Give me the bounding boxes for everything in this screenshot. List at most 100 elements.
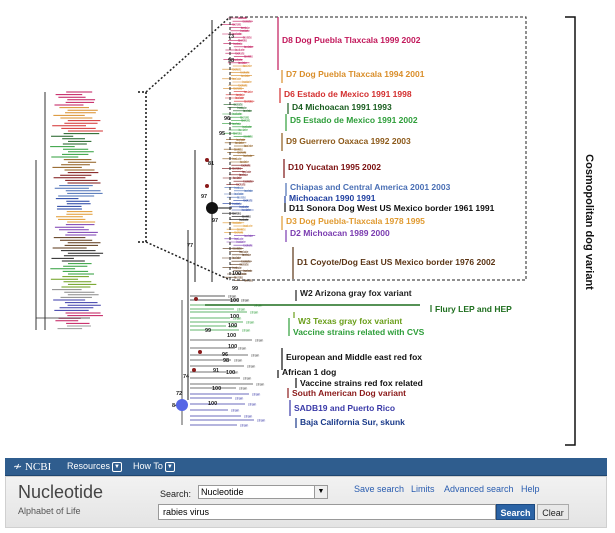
tip-label: strain xyxy=(233,317,241,321)
clade-label: European and Middle east red fox xyxy=(286,352,422,362)
bootstrap-value: 72 xyxy=(176,391,182,397)
tip-label: strain xyxy=(248,403,256,407)
tip-label: strain xyxy=(246,321,254,325)
tip-label: isolate xyxy=(240,263,249,267)
tip-label: isolate xyxy=(241,74,250,78)
tip-label: isolate xyxy=(244,90,253,94)
tip-label: isolate xyxy=(235,48,244,52)
cosmopolitan-side-label: Cosmopolitan dog variant xyxy=(583,154,595,290)
tip-label: isolate xyxy=(242,259,251,263)
tip-label: strain xyxy=(251,354,259,358)
clade-label: D7 Dog Puebla Tlaxcala 1994 2001 xyxy=(286,69,425,79)
tip-label: strain xyxy=(257,419,265,423)
bootstrap-value: 100 xyxy=(230,314,239,320)
bootstrap-value: 96 xyxy=(224,116,230,122)
bootstrap-value: 100 xyxy=(226,370,235,376)
tip-label: strain xyxy=(243,377,251,381)
ncbi-logo[interactable]: ≁ NCBI xyxy=(13,461,52,473)
tip-label: isolate xyxy=(243,80,252,84)
tip-label: isolate xyxy=(233,221,242,225)
bootstrap-value: 84 xyxy=(172,403,179,409)
limits-link[interactable]: Limits xyxy=(411,484,435,494)
clade-label: W2 Arizona gray fox variant xyxy=(300,288,412,298)
zoom-connector xyxy=(145,16,231,93)
tip-label: isolate xyxy=(244,135,253,139)
tip-label: isolate xyxy=(232,256,241,260)
tip-label: isolate xyxy=(243,199,252,203)
clear-button[interactable]: Clear xyxy=(537,504,569,520)
ncbi-helix-icon: ≁ xyxy=(13,461,23,473)
thumbnail-bracket xyxy=(138,91,147,243)
tip-label: isolate xyxy=(243,19,252,23)
tip-label: isolate xyxy=(243,224,252,228)
tip-label: strain xyxy=(242,329,250,333)
tip-label: isolate xyxy=(237,151,246,155)
tip-label: strain xyxy=(228,295,236,299)
search-button[interactable]: Search xyxy=(496,504,535,520)
tip-label: strain xyxy=(231,409,239,413)
tip-label: isolate xyxy=(241,26,250,30)
tip-label: isolate xyxy=(242,125,251,129)
tip-label: isolate xyxy=(237,195,246,199)
tip-label: strain xyxy=(252,393,260,397)
tree-main-detail: isolateisolateisolateisolateisolateisola… xyxy=(145,16,576,446)
tree-thumbnail xyxy=(35,91,147,330)
tip-label: isolate xyxy=(243,64,252,68)
bootstrap-value: 100 xyxy=(232,271,241,277)
tip-label: isolate xyxy=(237,272,246,276)
bootstrap-value: 74 xyxy=(183,374,190,380)
tip-label: isolate xyxy=(243,154,252,158)
tip-label: isolate xyxy=(232,112,241,116)
tip-label: isolate xyxy=(233,176,242,180)
cosmopolitan-bracket xyxy=(565,16,576,446)
clade-label: D3 Dog Puebla-Tlaxcala 1978 1995 xyxy=(286,216,425,226)
tip-label: isolate xyxy=(244,279,253,283)
save-search-link[interactable]: Save search xyxy=(354,484,405,494)
ncbi-header-bar: ≁ NCBI Resources▼ How To▼ xyxy=(5,458,607,476)
node-marker xyxy=(198,350,202,354)
tip-label: isolate xyxy=(244,144,253,148)
tip-label: isolate xyxy=(242,215,251,219)
tip-label: isolate xyxy=(235,141,244,145)
tip-label: isolate xyxy=(244,55,253,59)
clade-label: Vaccine strains related with CVS xyxy=(293,327,425,337)
clade-label: W3 Texas gray fox variant xyxy=(298,316,402,326)
clade-label: Vaccine strains red fox related xyxy=(300,378,423,388)
search-input[interactable]: rabies virus xyxy=(158,504,496,520)
resources-menu[interactable]: Resources▼ xyxy=(67,461,123,472)
bootstrap-value: 100 xyxy=(208,401,217,407)
tip-label: isolate xyxy=(242,253,251,257)
tip-label: isolate xyxy=(240,71,249,75)
clade-label: D4 Michoacan 1991 1993 xyxy=(292,102,392,112)
tip-label: isolate xyxy=(236,183,245,187)
tip-label: isolate xyxy=(238,106,247,110)
clade-label: Baja California Sur, skunk xyxy=(300,417,405,427)
bootstrap-value: 95 xyxy=(219,131,225,137)
chevron-down-icon: ▼ xyxy=(112,461,123,472)
tip-label: isolate xyxy=(236,93,245,97)
tip-label: isolate xyxy=(232,67,241,71)
tip-label: isolate xyxy=(244,179,253,183)
tip-label: isolate xyxy=(243,243,252,247)
tip-label: strain xyxy=(255,339,263,343)
tip-label: isolate xyxy=(232,77,241,81)
clade-label: D2 Michoacan 1989 2000 xyxy=(290,228,390,238)
database-select[interactable]: Nucleotide ▼ xyxy=(198,485,328,499)
database-subtitle: Alphabet of Life xyxy=(18,506,81,516)
tip-label: isolate xyxy=(233,58,242,62)
howto-menu[interactable]: How To▼ xyxy=(133,461,175,472)
tip-label: isolate xyxy=(239,205,248,209)
bootstrap-value: 100 xyxy=(228,344,237,350)
tip-label: isolate xyxy=(236,138,245,142)
advanced-search-link[interactable]: Advanced search xyxy=(444,484,514,494)
tip-label: isolate xyxy=(241,29,250,33)
tip-label: strain xyxy=(229,325,237,329)
node-marker xyxy=(205,184,209,188)
help-link[interactable]: Help xyxy=(521,484,540,494)
clade-label: D6 Estado de Mexico 1991 1998 xyxy=(284,89,412,99)
clade-label: D11 Sonora Dog West US Mexico border 196… xyxy=(289,203,495,213)
tip-label: strain xyxy=(256,383,264,387)
tip-label: isolate xyxy=(232,23,241,27)
tip-label: strain xyxy=(235,397,243,401)
tip-label: isolate xyxy=(234,103,243,107)
